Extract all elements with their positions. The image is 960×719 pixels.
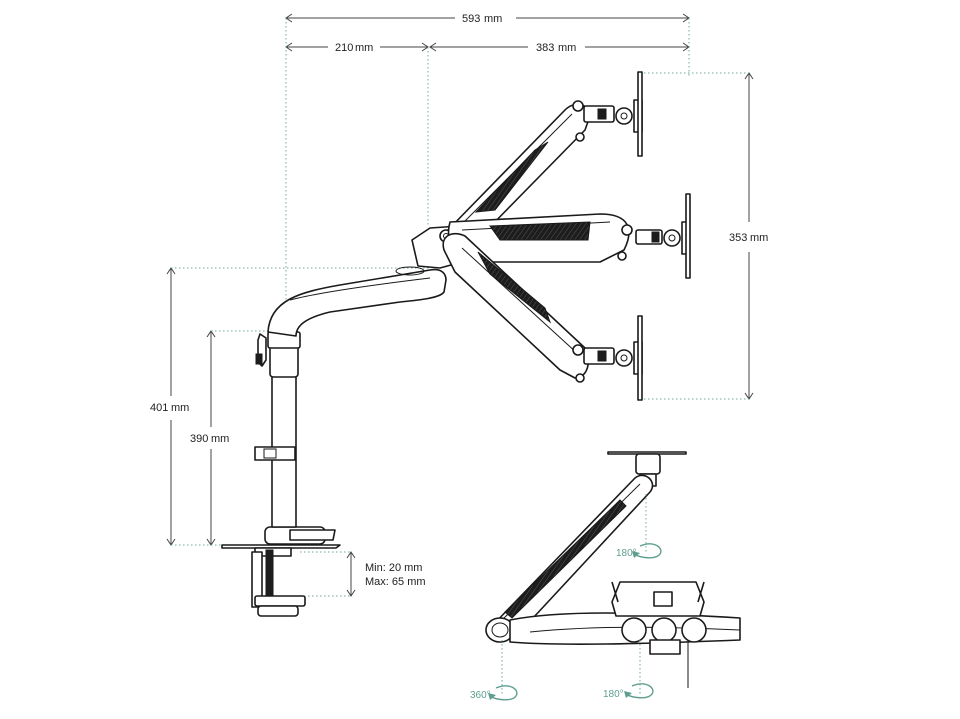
dimension-593-value: 593 xyxy=(462,13,480,25)
dimension-390-unit: mm xyxy=(211,433,229,445)
rotation-axes xyxy=(501,494,647,695)
dimension-593: 593 mm xyxy=(285,13,690,25)
desk-clamp xyxy=(221,526,341,617)
gas-arm-down xyxy=(442,232,643,401)
clamp-max-unit: mm xyxy=(407,576,425,588)
dimension-353: 353 mm xyxy=(729,72,768,400)
dimension-390-value: 390 xyxy=(190,433,208,445)
lower-arm xyxy=(267,266,447,337)
dimension-210: 210 mm xyxy=(285,42,429,54)
clamp-range-label: Min: 20 mm Max: 65 mm xyxy=(365,562,426,588)
rotation-marker-upper: 180° xyxy=(616,543,662,559)
dimension-383-unit: mm xyxy=(558,42,576,54)
dimension-210-value: 210 xyxy=(335,42,353,54)
clamp-min-unit: mm xyxy=(404,562,422,574)
svg-text:Min: 20 mm: Min: 20 mm xyxy=(365,562,422,574)
dimension-401-unit: mm xyxy=(171,402,189,414)
gas-arm-level xyxy=(447,193,691,279)
svg-text:Max: 65 mm: Max: 65 mm xyxy=(365,576,426,588)
dimension-383-value: 383 xyxy=(536,42,554,54)
rotation-marker-head: 180° xyxy=(603,683,654,700)
rotation-base-label: 360° xyxy=(470,690,491,701)
gas-arm-up xyxy=(447,71,643,241)
rotation-upper-label: 180° xyxy=(616,548,637,559)
extension-lines xyxy=(171,18,749,597)
dimension-390: 390 mm xyxy=(190,330,229,546)
rotation-marker-base: 360° xyxy=(470,685,518,701)
detail-view xyxy=(485,451,741,688)
dimension-383: 383 mm xyxy=(429,42,690,54)
dimension-401-value: 401 xyxy=(150,402,168,414)
rotation-head-label: 180° xyxy=(603,689,624,700)
clamp-max-label: Max: 65 xyxy=(365,576,404,588)
dimension-353-unit: mm xyxy=(750,232,768,244)
dimension-353-value: 353 xyxy=(729,232,747,244)
pole xyxy=(254,331,301,528)
dimension-clamp xyxy=(346,551,356,597)
dimension-593-unit: mm xyxy=(484,13,502,25)
clamp-min-label: Min: 20 xyxy=(365,562,401,574)
dimension-401: 401 mm xyxy=(150,267,189,546)
dimension-210-unit: mm xyxy=(355,42,373,54)
